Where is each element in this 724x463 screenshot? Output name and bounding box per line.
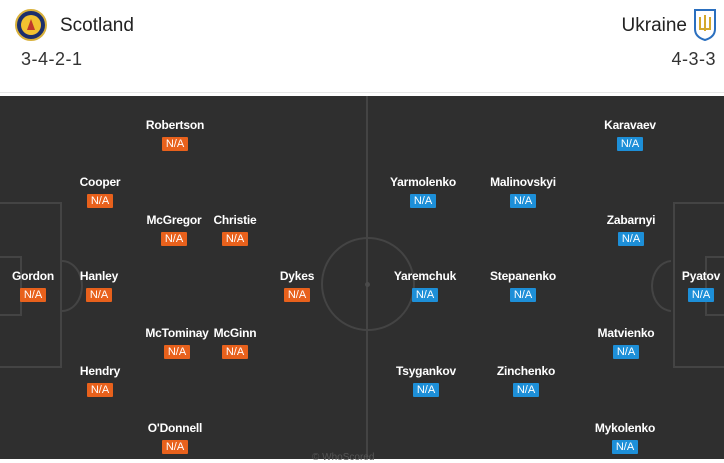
player-rating-badge: N/A [411, 288, 439, 302]
home-player-mctominay[interactable]: McTominay N/A [129, 326, 225, 360]
player-name: Hendry [79, 364, 121, 378]
player-name: Robertson [145, 118, 205, 132]
player-name: Karavaev [604, 118, 656, 132]
away-player-malinovskyi[interactable]: Malinovskyi N/A [475, 175, 571, 209]
player-name: Stepanenko [489, 269, 557, 283]
player-rating-badge: N/A [512, 383, 540, 397]
player-name: Pyatov [681, 269, 721, 283]
player-rating-badge: N/A [221, 232, 249, 246]
home-player-mcginn[interactable]: McGinn N/A [187, 326, 283, 360]
home-player-cooper[interactable]: Cooper N/A [52, 175, 148, 209]
away-player-zabarnyi[interactable]: Zabarnyi N/A [583, 213, 679, 247]
home-team-name[interactable]: Scotland [60, 15, 134, 36]
home-player-hanley[interactable]: Hanley N/A [51, 269, 147, 303]
player-name: McGregor [146, 213, 202, 227]
home-player-odonnell[interactable]: O'Donnell N/A [127, 421, 223, 455]
player-name: Zabarnyi [606, 213, 656, 227]
away-player-zinchenko[interactable]: Zinchenko N/A [478, 364, 574, 398]
ukraine-crest-icon [694, 9, 716, 42]
player-name: Tsygankov [396, 364, 456, 378]
player-rating-badge: N/A [19, 288, 47, 302]
home-player-mcgregor[interactable]: McGregor N/A [126, 213, 222, 247]
player-rating-badge: N/A [617, 232, 645, 246]
home-player-hendry[interactable]: Hendry N/A [52, 364, 148, 398]
player-rating-badge: N/A [612, 345, 640, 359]
player-name: Dykes [279, 269, 315, 283]
player-rating-badge: N/A [409, 194, 437, 208]
player-rating-badge: N/A [85, 288, 113, 302]
player-name: Malinovskyi [490, 175, 556, 189]
centre-circle [321, 237, 415, 331]
player-name: Yaremchuk [393, 269, 457, 283]
player-name: O'Donnell [147, 421, 203, 435]
player-name: Christie [213, 213, 257, 227]
home-formation: 3-4-2-1 [21, 49, 83, 69]
player-name: Cooper [79, 175, 121, 189]
player-name: Hanley [79, 269, 119, 283]
home-player-christie[interactable]: Christie N/A [187, 213, 283, 247]
player-rating-badge: N/A [86, 383, 114, 397]
player-name: Mykolenko [594, 421, 656, 435]
away-player-matvienko[interactable]: Matvienko N/A [578, 326, 674, 360]
player-rating-badge: N/A [611, 440, 639, 454]
watermark: © WhoScored [312, 452, 375, 463]
home-player-dykes[interactable]: Dykes N/A [249, 269, 345, 303]
player-rating-badge: N/A [509, 288, 537, 302]
player-rating-badge: N/A [509, 194, 537, 208]
away-penalty-box [673, 202, 724, 368]
player-name: Matvienko [597, 326, 655, 340]
player-name: McGinn [213, 326, 257, 340]
player-rating-badge: N/A [687, 288, 715, 302]
player-rating-badge: N/A [283, 288, 311, 302]
away-formation: 4-3-3 [671, 49, 716, 69]
pitch: Robertson N/A Cooper N/A McGregor N/A Ch… [0, 96, 724, 459]
away-player-yarmolenko[interactable]: Yarmolenko N/A [375, 175, 471, 209]
away-player-stepanenko[interactable]: Stepanenko N/A [475, 269, 571, 303]
player-name: McTominay [145, 326, 209, 340]
away-goal-box [705, 256, 724, 316]
away-player-karavaev[interactable]: Karavaev N/A [582, 118, 678, 152]
player-rating-badge: N/A [616, 137, 644, 151]
player-name: Gordon [11, 269, 55, 283]
player-name: Zinchenko [496, 364, 556, 378]
player-rating-badge: N/A [412, 383, 440, 397]
away-team-name[interactable]: Ukraine [621, 15, 687, 36]
home-player-robertson[interactable]: Robertson N/A [127, 118, 223, 152]
away-player-tsygankov[interactable]: Tsygankov N/A [378, 364, 474, 398]
player-rating-badge: N/A [160, 232, 188, 246]
player-rating-badge: N/A [221, 345, 249, 359]
away-player-mykolenko[interactable]: Mykolenko N/A [577, 421, 673, 455]
player-rating-badge: N/A [161, 440, 189, 454]
away-player-yaremchuk[interactable]: Yaremchuk N/A [377, 269, 473, 303]
match-header: Scotland 3-4-2-1 Ukraine 4-3-3 [0, 0, 724, 93]
player-name: Yarmolenko [389, 175, 457, 189]
scotland-crest-icon [15, 9, 47, 41]
home-player-gordon[interactable]: Gordon N/A [0, 269, 81, 303]
home-goal-box [0, 256, 22, 316]
centre-spot [365, 282, 370, 287]
player-rating-badge: N/A [161, 137, 189, 151]
player-rating-badge: N/A [86, 194, 114, 208]
away-player-pyatov[interactable]: Pyatov N/A [653, 269, 724, 303]
player-rating-badge: N/A [163, 345, 191, 359]
